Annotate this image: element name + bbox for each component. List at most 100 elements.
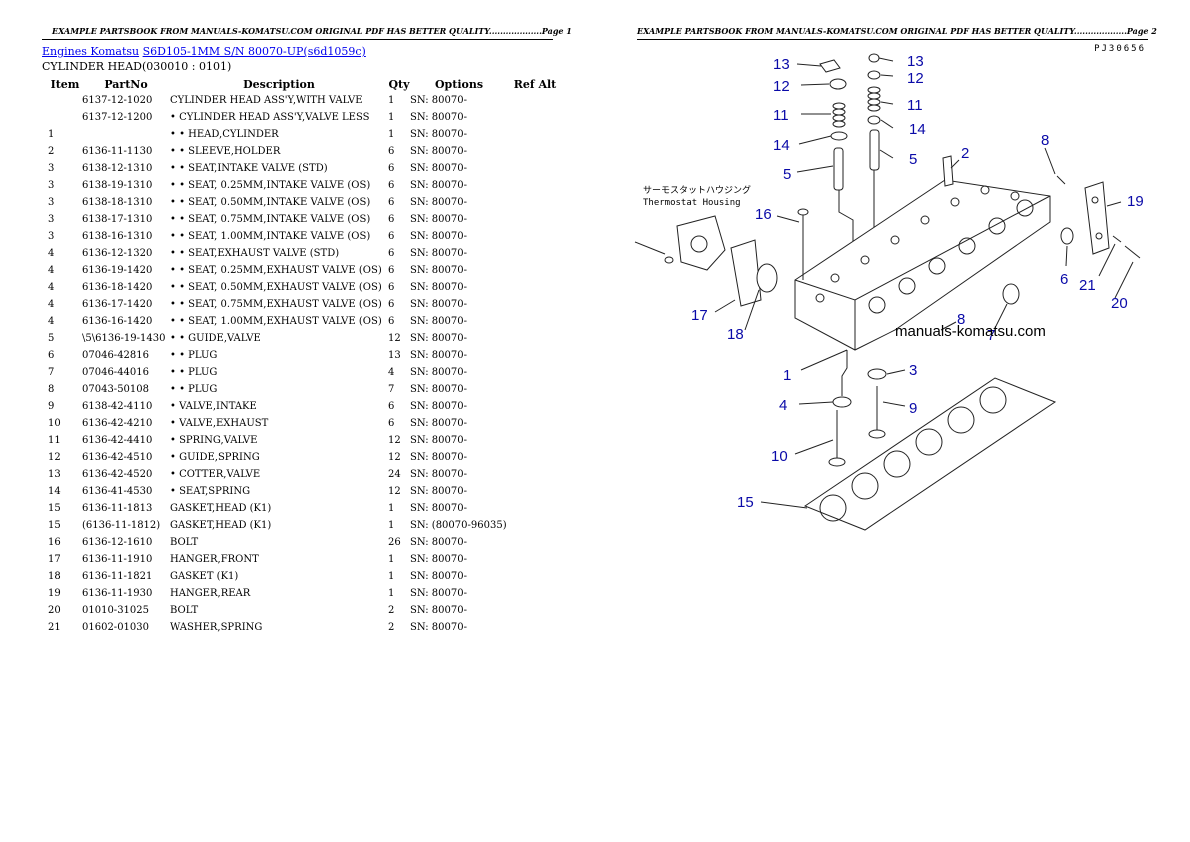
- cell-partno: 6136-17-1420: [82, 299, 153, 310]
- cell-ref-alt: [508, 619, 562, 636]
- thermostat-housing: [634, 215, 778, 307]
- cell-partno: 6136-11-1910: [82, 554, 153, 565]
- cell-qty: 12: [388, 435, 401, 446]
- cell-description: • • SEAT, 0.75MM,EXHAUST VALVE (OS): [170, 299, 382, 310]
- cell-ref-alt: [508, 92, 562, 109]
- cell-item: 16: [48, 537, 61, 548]
- head-gasket: [803, 377, 1057, 531]
- breadcrumb-link-model[interactable]: S6D105-1MM S/N 80070-UP(s6d1059c): [142, 45, 366, 58]
- cell-qty: 24: [388, 469, 401, 480]
- cell-partno: 6136-16-1420: [82, 316, 153, 327]
- cell-partno: 6137-12-1200: [82, 112, 153, 123]
- cell-description: • • SEAT, 0.50MM,EXHAUST VALVE (OS): [170, 282, 382, 293]
- cell-options: SN: 80070-: [410, 486, 467, 497]
- thermostat-label-jp: サーモスタットハウジング: [643, 184, 751, 196]
- cell-ref-alt: [508, 483, 562, 500]
- cell-description: HANGER,FRONT: [170, 554, 259, 565]
- cell-qty: 6: [388, 163, 395, 174]
- diagram-code: PJ30656: [1094, 44, 1146, 54]
- cell-partno: 01010-31025: [82, 605, 150, 616]
- table-row: 6137-12-1200• CYLINDER HEAD ASS'Y,VALVE …: [42, 109, 562, 126]
- breadcrumb-link-engines[interactable]: Engines Komatsu: [42, 45, 140, 58]
- cell-partno: 6136-41-4530: [82, 486, 153, 497]
- rear-hanger: [797, 155, 1141, 280]
- page-2-header-rule: [637, 39, 1148, 40]
- cell-options: SN: 80070-: [410, 401, 467, 412]
- cell-qty: 1: [388, 95, 395, 106]
- cell-item: 11: [48, 435, 61, 446]
- cell-options: SN: 80070-: [410, 350, 467, 361]
- cell-options: SN: 80070-: [410, 129, 467, 140]
- callout-4: 4: [779, 397, 787, 414]
- cell-item: 8: [48, 384, 55, 395]
- cell-ref-alt: [508, 296, 562, 313]
- cell-item: [42, 92, 82, 109]
- page-1: EXAMPLE PARTSBOOK FROM MANUALS-KOMATSU.C…: [42, 26, 572, 636]
- cell-ref-alt: [508, 534, 562, 551]
- cell-item: 3: [48, 214, 55, 225]
- cell-item: 1: [48, 129, 55, 140]
- cell-partno: 6136-11-1930: [82, 588, 153, 599]
- cell-ref-alt: [508, 500, 562, 517]
- cell-item: 21: [48, 622, 61, 633]
- col-header-qty: Qty: [388, 77, 410, 91]
- cell-qty: 12: [388, 452, 401, 463]
- callout-8-bottom: 8: [957, 311, 965, 328]
- callout-7: 7: [987, 327, 995, 344]
- cell-description: BOLT: [170, 605, 199, 616]
- cell-description: • • HEAD,CYLINDER: [170, 129, 279, 140]
- cell-description: • VALVE,EXHAUST: [170, 418, 269, 429]
- callout-17: 17: [691, 307, 708, 324]
- cell-ref-alt: [508, 347, 562, 364]
- cell-options: SN: 80070-: [410, 503, 467, 514]
- cell-item: 6: [48, 350, 55, 361]
- valves-lower: [828, 350, 887, 467]
- cell-item: 13: [48, 469, 61, 480]
- cell-ref-alt: [508, 568, 562, 585]
- cell-partno: 01602-01030: [82, 622, 150, 633]
- cell-description: • • SEAT,EXHAUST VALVE (STD): [170, 248, 340, 259]
- cell-item: 17: [48, 554, 61, 565]
- cell-partno: 6136-18-1420: [82, 282, 153, 293]
- cell-description: • SEAT,SPRING: [170, 486, 251, 497]
- cell-partno: 6136-12-1320: [82, 248, 153, 259]
- cell-partno: 6138-12-1310: [82, 163, 153, 174]
- cell-ref-alt: [508, 449, 562, 466]
- cell-qty: 6: [388, 180, 395, 191]
- cell-ref-alt: [508, 160, 562, 177]
- cell-ref-alt: [508, 228, 562, 245]
- cell-options: SN: 80070-: [410, 333, 467, 344]
- cell-partno: 07046-42816: [82, 350, 150, 361]
- cell-partno: 6136-11-1130: [82, 146, 153, 157]
- cell-item: 10: [48, 418, 61, 429]
- cell-partno: 6138-16-1310: [82, 231, 153, 242]
- cell-partno: 6136-42-4210: [82, 418, 153, 429]
- cell-qty: 4: [388, 367, 395, 378]
- cell-description: BOLT: [170, 537, 199, 548]
- cell-partno: 6136-11-1821: [82, 571, 153, 582]
- cell-qty: 6: [388, 214, 395, 225]
- exploded-parts-diagram: サーモスタットハウジング Thermostat Housing: [634, 53, 1144, 531]
- cell-options: SN: 80070-: [410, 316, 467, 327]
- cell-ref-alt: [508, 364, 562, 381]
- cell-ref-alt: [508, 279, 562, 296]
- cell-description: • • SEAT, 0.25MM,EXHAUST VALVE (OS): [170, 265, 382, 276]
- callout-20: 20: [1111, 295, 1128, 312]
- cell-partno: 6137-12-1020: [82, 95, 153, 106]
- cell-options: SN: 80070-: [410, 554, 467, 565]
- callout-5-left: 5: [783, 166, 791, 183]
- cell-description: • COTTER,VALVE: [170, 469, 261, 480]
- cell-options: SN: 80070-: [410, 112, 467, 123]
- cell-item: 15: [48, 503, 61, 514]
- cell-options: SN: 80070-: [410, 367, 467, 378]
